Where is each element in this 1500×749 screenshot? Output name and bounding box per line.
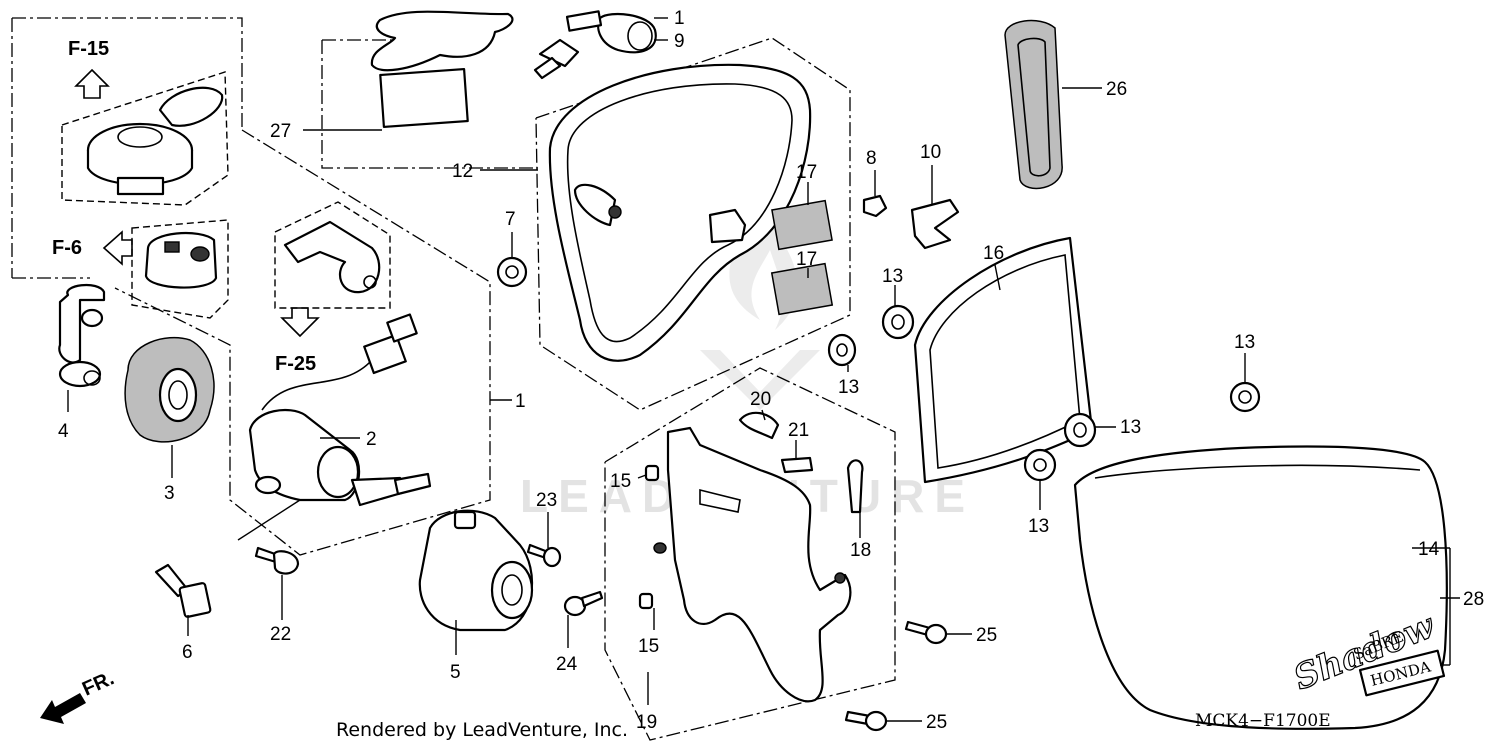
subassembly-boxes [61,71,391,319]
callout-12: 12 [452,161,473,182]
part-20 [738,411,780,440]
callout-8: 8 [866,148,877,169]
bolt-parts-25 [844,620,948,732]
key-part-6 [154,563,212,618]
callout-28: 28 [1463,589,1484,610]
ref-f6: F-6 [52,237,82,259]
callout-20: 20 [750,389,771,410]
label-parts-17 [770,199,834,316]
callout-7: 7 [505,209,516,230]
part-15a [644,464,660,482]
callout-15a: 15 [610,471,631,492]
leader-lines [67,17,1460,722]
callout-10: 10 [920,142,941,163]
callout-19: 19 [636,712,657,733]
callout-6: 6 [182,642,193,663]
callout-5: 5 [450,662,461,683]
small-parts [638,411,864,610]
callout-23: 23 [536,490,557,511]
front-label: FR. [79,667,117,700]
plate-part-19 [653,426,852,703]
decal-sheet-part-27 [370,10,514,128]
callout-13b: 13 [838,377,859,398]
seal-part-26 [1004,19,1063,190]
callout-13c: 13 [1234,332,1255,353]
clip-part-10 [910,198,960,250]
bolt-part-22 [254,546,300,575]
callout-13a: 13 [882,266,903,287]
housing-part-5 [418,509,534,632]
callout-16: 16 [983,243,1004,264]
callout-25b: 25 [926,712,947,733]
part-21 [780,456,814,474]
callout-24: 24 [556,654,578,675]
pad-part-16 [913,236,1094,484]
assembly-frames [11,17,896,741]
part-15b [638,592,654,610]
grommet-parts-13 [827,304,1261,482]
callout-27: 27 [270,121,291,142]
callout-13e: 13 [1028,516,1049,537]
grommet-part-7 [496,256,528,288]
footer-credit: Rendered by LeadVenture, Inc. [336,719,628,741]
screw-part-24 [563,590,604,617]
hook-part [283,220,381,294]
arrow-left-icon [102,230,133,266]
callout-13d: 13 [1120,417,1141,438]
screw-part-23 [526,543,562,568]
callout-14: 14 [1418,539,1440,560]
diagram-code: MCK4−F1700E [1195,711,1331,731]
parts: Shadow SaBRE HONDA [58,10,1448,732]
callout-25a: 25 [976,625,997,646]
callout-2: 2 [366,429,377,450]
frame-cover-part-12 [548,63,812,362]
bracket-part-4 [58,283,106,388]
callout-17b: 17 [796,249,817,270]
rubber-mount-part-3 [124,336,215,443]
callout-21: 21 [788,420,809,441]
side-cover-part-14 [1073,445,1448,730]
nut-part-8 [862,194,888,218]
arrow-down-icon [280,307,320,338]
callout-18: 18 [850,540,871,561]
key-set-part-9 [533,10,657,80]
callout-9: 9 [674,31,685,52]
fuel-cap-part [86,86,224,196]
ref-f15: F-15 [68,38,109,60]
callout-1-top: 1 [674,8,685,29]
callout-26: 26 [1106,79,1127,100]
clamp-part [144,231,218,289]
callout-22: 22 [270,624,291,645]
ignition-switch-part-2 [248,313,432,507]
callout-1: 1 [515,391,526,412]
arrow-up-icon [74,68,110,99]
callout-17a: 17 [796,162,817,183]
callouts: 1 9 26 27 12 8 10 17 17 7 13 16 13 13 13… [58,8,1484,733]
ref-f25: F-25 [275,353,316,375]
part-18 [846,459,864,514]
callout-4: 4 [58,421,69,442]
front-arrow: FR. [40,667,117,724]
callout-15b: 15 [638,636,659,657]
callout-3: 3 [164,483,175,504]
